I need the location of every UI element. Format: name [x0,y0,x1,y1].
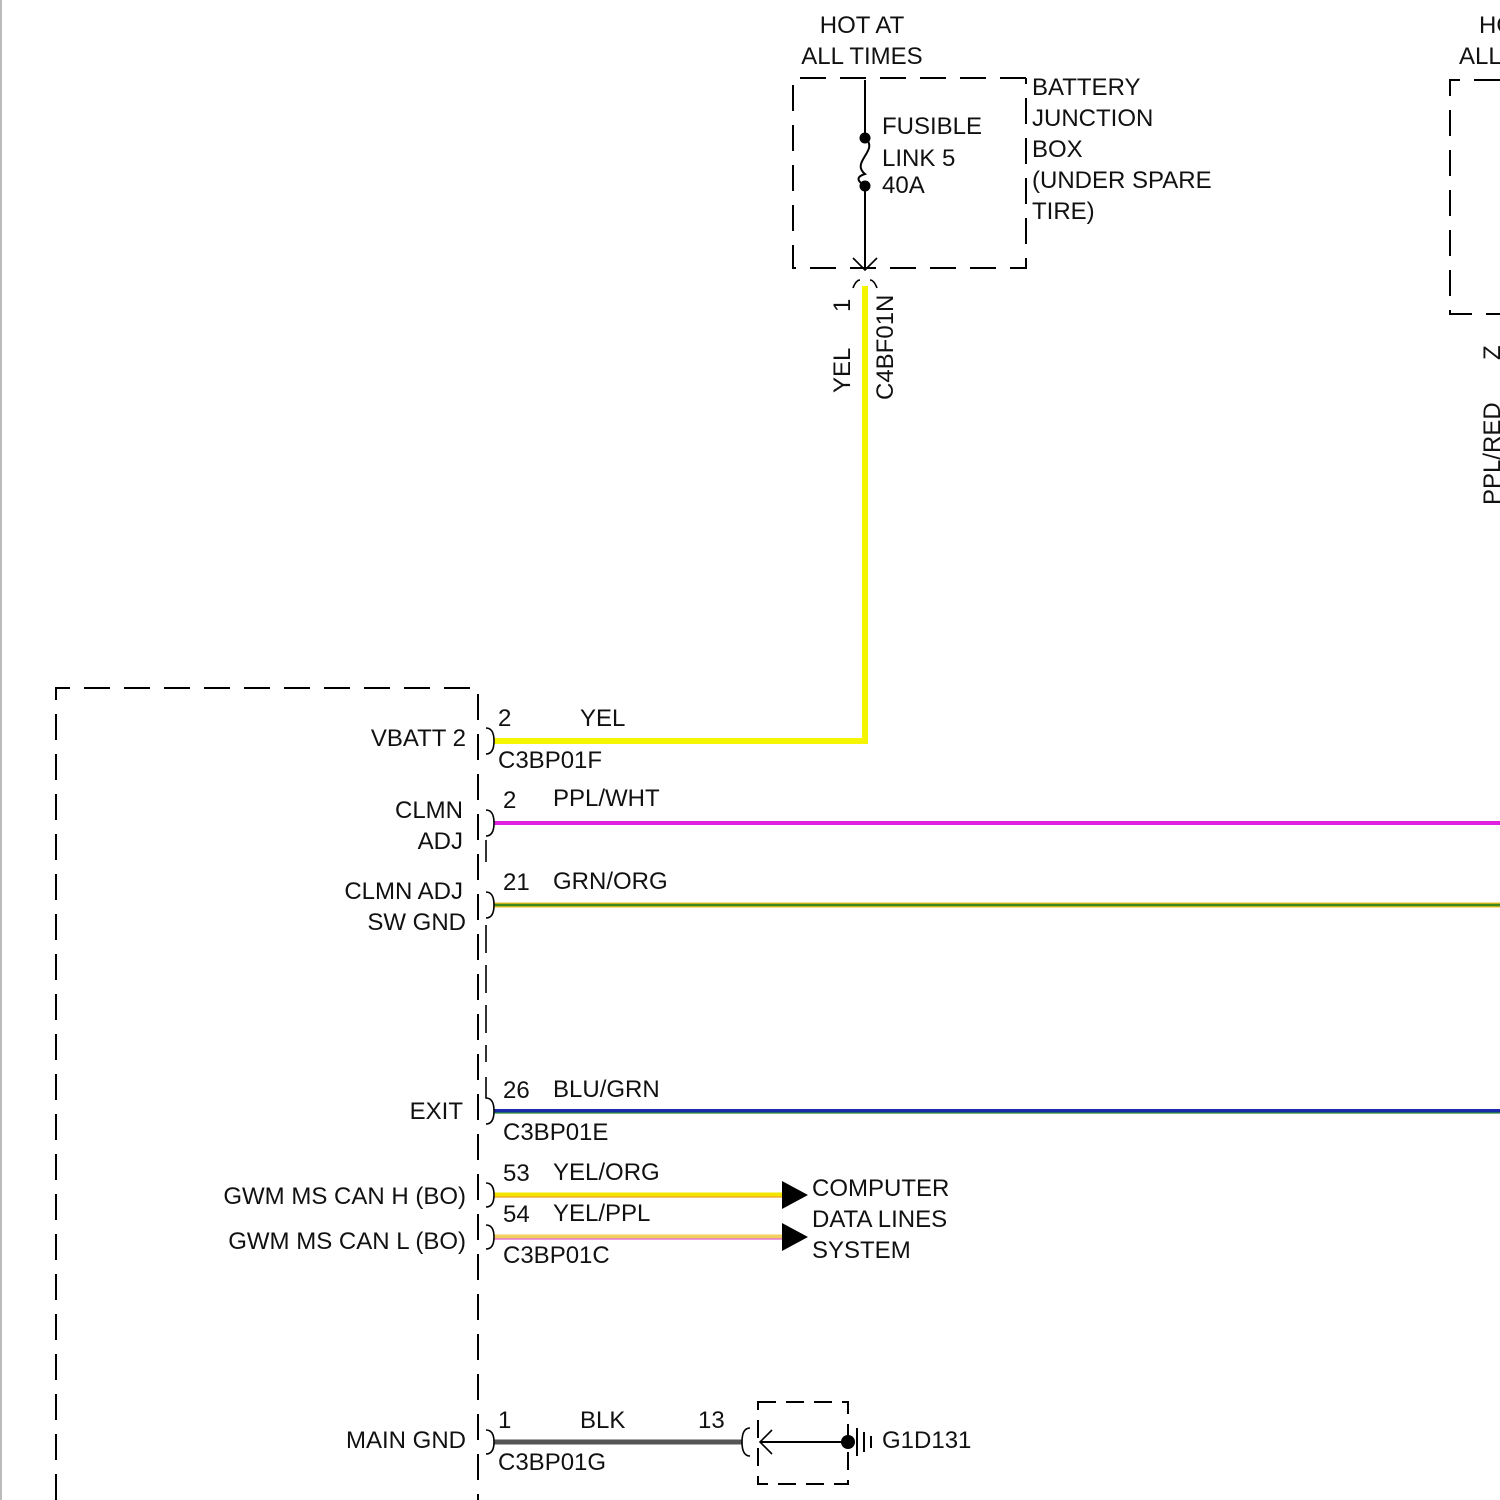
fusible-link-symbol [858,138,869,186]
connector-id: C3BP01F [498,747,602,774]
ground-point: G1D131 [742,1402,971,1484]
ground-pin-number: 13 [698,1407,725,1434]
data-lines-line3: SYSTEM [812,1237,911,1264]
right-hot-line2: ALL [1459,43,1500,70]
yel-wire-path [494,286,865,741]
pin-row-clmn-adj: CLMN ADJ 2 PPL/WHT [395,785,1500,862]
pin-row-main-gnd: MAIN GND 1 BLK C3BP01G 13 [346,1407,742,1476]
pin-number: 26 [503,1077,530,1104]
pin-number: 1 [498,1407,511,1434]
data-lines-line2: DATA LINES [812,1206,947,1233]
pin-row-exit: EXIT 26 BLU/GRN C3BP01E [410,1076,1500,1146]
pin-number: 2 [498,705,511,732]
pin-label-can-h: GWM MS CAN H (BO) [223,1183,466,1210]
box-label-line5: TIRE) [1032,198,1095,225]
right-wire-color: PPL/RED [1479,402,1500,505]
data-line-arrow-icon [782,1181,808,1209]
connector-id: C3BP01C [503,1242,610,1269]
pin-row-can-l: GWM MS CAN L (BO) 54 YEL/PPL C3BP01C [228,1200,808,1269]
data-lines-line1: COMPUTER [812,1175,949,1202]
wire-color: GRN/ORG [553,868,668,895]
ground-eyelet [841,1435,855,1449]
connector-terminal-icon [486,1430,494,1454]
riser-connector-id: C4BF01N [872,295,899,400]
wire-color: BLU/GRN [553,1076,660,1103]
connector-id: C3BP01E [503,1119,608,1146]
connector-terminal-icon [486,810,494,836]
pin-label-line2: SW GND [367,909,466,936]
pin-label-main-gnd: MAIN GND [346,1427,466,1454]
pin-number: 2 [503,787,516,814]
right-partial-box: HO ALL Z PPL/RED [1450,12,1500,505]
right-box-outline [1450,80,1500,314]
pin-label-line1: CLMN [395,797,463,824]
pin-row-clmn-adj-sw-gnd: CLMN ADJ SW GND 21 GRN/ORG [344,868,1500,1062]
pin-number: 53 [503,1160,530,1187]
pin-label-exit: EXIT [410,1098,464,1125]
ground-connector-icon [742,1428,750,1456]
pin-number: 54 [503,1201,530,1228]
connector-terminal-icon [486,1077,494,1124]
data-line-arrow-icon [782,1223,808,1251]
connector-terminal-icon [486,728,494,754]
box-label-line4: (UNDER SPARE [1032,167,1212,194]
wire-color: PPL/WHT [553,785,660,812]
hot-at-all-times-line1: HOT AT [820,12,905,39]
pin-label-vbatt2: VBATT 2 [371,725,466,752]
yel-feed-wire: 1 YEL C4BF01N [494,286,899,741]
fuse-label-line1: FUSIBLE [882,113,982,140]
pin-number: 21 [503,869,530,896]
box-label-line1: BATTERY [1032,74,1140,101]
pin-label-line2: ADJ [418,828,463,855]
right-pin: Z [1479,345,1500,360]
hot-at-all-times-line2: ALL TIMES [801,43,922,70]
wire-color: YEL [580,705,625,732]
connector-terminal-icon [486,1225,494,1249]
wire-color: BLK [580,1407,625,1434]
ground-id: G1D131 [882,1427,971,1454]
riser-pin: 1 [829,299,856,312]
box-label-line3: BOX [1032,136,1083,163]
pin-label-line1: CLMN ADJ [344,878,463,905]
wire-color: YEL/ORG [553,1159,660,1186]
connector-terminal-icon [486,1183,494,1207]
wire-color: YEL/PPL [553,1200,650,1227]
connector-terminal-icon [486,892,494,918]
riser-wire-color: YEL [829,348,856,393]
computer-data-lines-label: COMPUTER DATA LINES SYSTEM [812,1175,949,1264]
right-hot-line1: HO [1479,12,1500,39]
connector-id: C3BP01G [498,1449,606,1476]
fuse-rating: 40A [882,172,925,199]
pin-label-can-l: GWM MS CAN L (BO) [228,1228,466,1255]
box-label-line2: JUNCTION [1032,105,1153,132]
battery-junction-box: HOT AT ALL TIMES FUSIBLE LINK 5 40A BATT… [793,12,1212,288]
fuse-label-line2: LINK 5 [882,145,955,172]
